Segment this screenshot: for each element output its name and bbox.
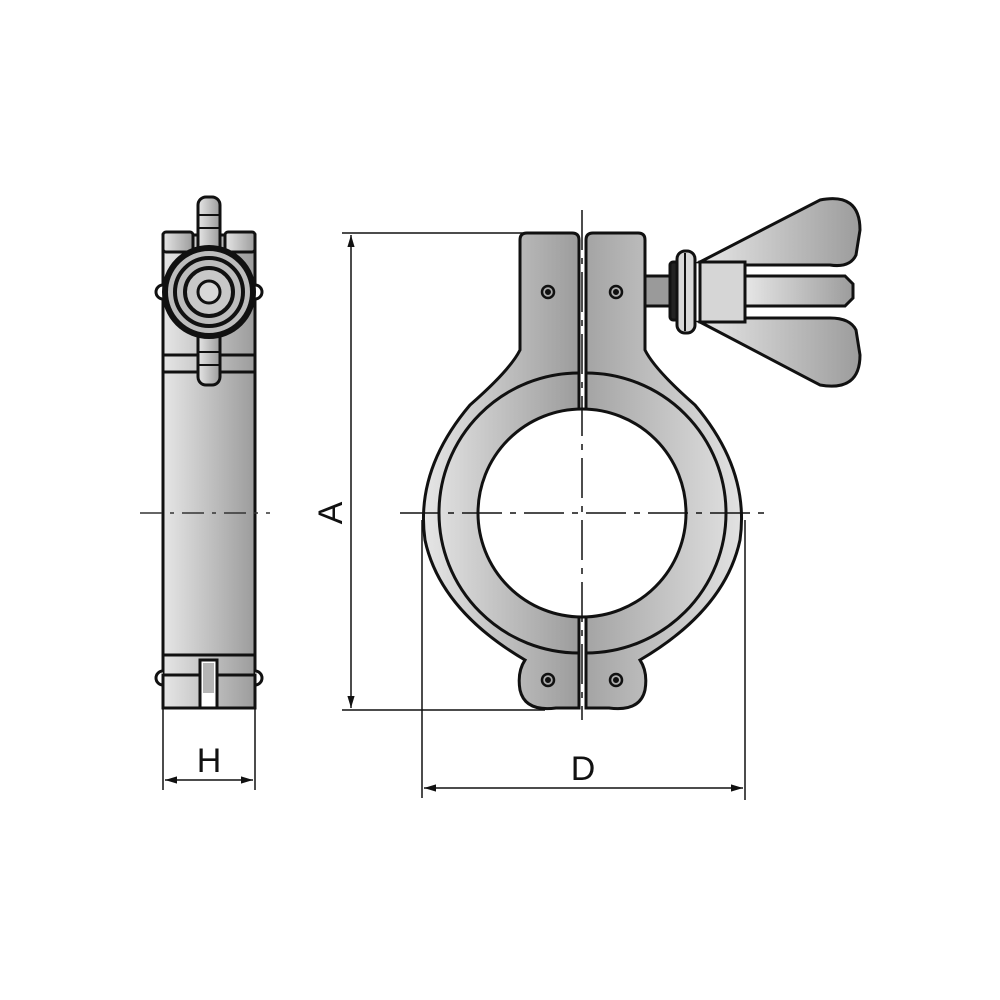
dimension-label-d: D (571, 750, 596, 788)
wing-bottom (694, 316, 862, 388)
wing-nut-body (698, 260, 747, 324)
pin (540, 672, 556, 688)
wing-top (694, 197, 862, 267)
dimension-h (162, 708, 256, 790)
dimension-a (342, 232, 560, 711)
pin (540, 284, 556, 300)
pin (608, 284, 624, 300)
bolt-end (743, 274, 855, 308)
dimension-label-a: A (312, 501, 350, 524)
dimension-d (421, 520, 746, 800)
side-view (140, 195, 270, 710)
pin (608, 672, 624, 688)
front-view (400, 197, 862, 720)
dimension-label-h: H (197, 742, 222, 780)
